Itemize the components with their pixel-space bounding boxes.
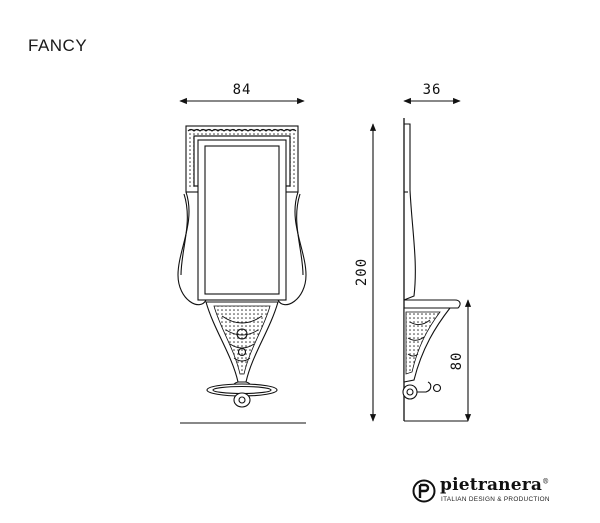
front-width-label: 84: [233, 82, 252, 98]
side-shelf: [404, 299, 461, 309]
side-profile: [403, 123, 416, 301]
brand-block: pietranera® ITALIAN DESIGN & PRODUCTION: [412, 475, 582, 508]
shelf-height-label: 80: [449, 352, 465, 371]
registered-mark: ®: [542, 477, 550, 486]
side-view: [369, 97, 472, 422]
brand-tagline: ITALIAN DESIGN & PRODUCTION: [441, 496, 550, 503]
brand-name: pietranera®: [440, 475, 550, 495]
mirror-inner: [204, 145, 280, 295]
product-title: FANCY: [28, 36, 88, 55]
body-contour: [177, 191, 207, 306]
brand-logo-icon: [412, 479, 436, 503]
mirror-outer: [197, 139, 287, 301]
side-hook-knob: [402, 384, 418, 400]
front-view: [177, 97, 307, 424]
total-height-label: 200: [354, 258, 370, 286]
side-depth-label: 36: [423, 82, 442, 98]
